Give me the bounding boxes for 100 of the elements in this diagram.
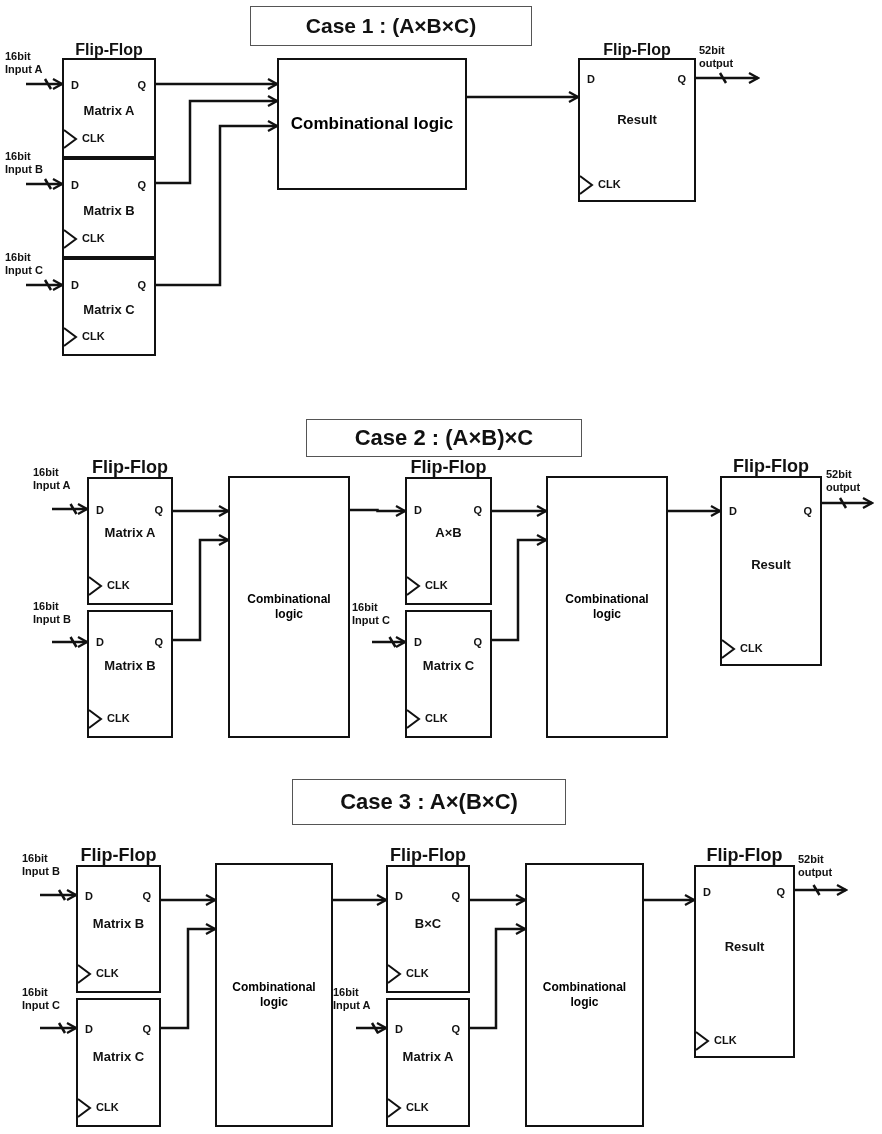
edge-label: 52bit output xyxy=(699,44,735,71)
combinational-logic-box: Combinational logic xyxy=(525,863,644,1127)
pin-label: CLK xyxy=(406,968,429,979)
pin-label: Q xyxy=(137,280,146,291)
pin-label: D xyxy=(395,891,403,902)
arrow xyxy=(492,533,548,642)
arrow xyxy=(333,893,388,907)
pin-label: CLK xyxy=(82,331,105,342)
arrow xyxy=(24,278,64,292)
flip-flop-box xyxy=(62,158,156,258)
pin-label: D xyxy=(587,74,595,85)
register-name: Matrix C xyxy=(421,657,476,673)
arrow xyxy=(173,533,230,642)
pin-label: D xyxy=(96,505,104,516)
flip-flop-heading: Flip-Flop xyxy=(706,845,783,866)
arrow xyxy=(492,504,548,518)
register-name: Result xyxy=(616,111,658,127)
arrow xyxy=(161,922,217,1030)
pin-label: D xyxy=(71,180,79,191)
edge-label: 16bit Input A xyxy=(333,986,372,1013)
pin-label: CLK xyxy=(107,713,130,724)
pin-label: Q xyxy=(776,887,785,898)
register-name: Matrix B xyxy=(82,202,136,218)
edge-label: 16bit Input C xyxy=(22,986,61,1013)
edge-label: 52bit output xyxy=(798,853,834,880)
edge-label: 52bit output xyxy=(826,468,862,495)
edge-label: 16bit Input A xyxy=(33,466,72,493)
pin-label: D xyxy=(85,891,93,902)
register-name: Matrix A xyxy=(401,1048,455,1064)
combinational-logic-box: Combinational logic xyxy=(277,58,467,190)
arrow xyxy=(156,94,279,185)
pin-label: Q xyxy=(137,180,146,191)
register-name: Matrix A xyxy=(103,524,157,540)
flip-flop-heading: Flip-Flop xyxy=(410,457,487,478)
pin-label: D xyxy=(71,280,79,291)
pin-label: Q xyxy=(473,505,482,516)
arrow xyxy=(156,77,279,91)
arrow xyxy=(24,177,64,191)
pin-label: D xyxy=(85,1024,93,1035)
pin-label: CLK xyxy=(96,1102,119,1113)
pin-label: CLK xyxy=(82,133,105,144)
arrow xyxy=(50,502,89,516)
arrow xyxy=(38,888,78,902)
flip-flop-box xyxy=(62,258,156,356)
pin-label: CLK xyxy=(107,580,130,591)
pin-label: CLK xyxy=(598,179,621,190)
register-name: Matrix C xyxy=(91,1048,146,1064)
arrow xyxy=(467,90,580,104)
pin-label: D xyxy=(414,637,422,648)
pin-label: Q xyxy=(451,891,460,902)
pin-label: D xyxy=(71,80,79,91)
arrow xyxy=(161,893,217,907)
flip-flop-box xyxy=(87,610,173,738)
pin-label: D xyxy=(414,505,422,516)
combinational-logic-box: Combinational logic xyxy=(546,476,668,738)
register-name: A×B xyxy=(434,524,463,540)
pin-label: CLK xyxy=(96,968,119,979)
arrow xyxy=(24,77,64,91)
arrow xyxy=(470,922,527,1030)
edge-label: 16bit Input A xyxy=(5,50,44,77)
pin-label: Q xyxy=(803,506,812,517)
pin-label: D xyxy=(96,637,104,648)
flip-flop-box xyxy=(405,610,492,738)
pin-label: Q xyxy=(154,637,163,648)
pin-label: Q xyxy=(451,1024,460,1035)
arrow xyxy=(470,893,527,907)
edge-label: 16bit Input C xyxy=(352,601,391,628)
arrow xyxy=(173,504,230,518)
arrow xyxy=(644,893,696,907)
flip-flop-heading: Flip-Flop xyxy=(75,41,143,59)
arrow xyxy=(50,635,89,649)
pin-label: CLK xyxy=(714,1035,737,1046)
combinational-logic-box: Combinational logic xyxy=(228,476,350,738)
flip-flop-heading: Flip-Flop xyxy=(92,457,168,478)
arrow xyxy=(354,1021,388,1035)
flip-flop-box xyxy=(76,998,161,1127)
register-name: Matrix B xyxy=(91,915,146,931)
combinational-logic-box: Combinational logic xyxy=(215,863,333,1127)
pin-label: Q xyxy=(473,637,482,648)
register-name: Result xyxy=(723,938,766,954)
arrow xyxy=(668,504,722,518)
edge-label: 16bit Input C xyxy=(5,251,44,278)
edge-label: 16bit Input B xyxy=(33,600,72,627)
pin-label: CLK xyxy=(406,1102,429,1113)
arrow xyxy=(370,635,407,649)
case-title-box: Case 2 : (A×B)×C xyxy=(306,419,582,457)
pin-label: D xyxy=(395,1024,403,1035)
pin-label: Q xyxy=(142,891,151,902)
arrow xyxy=(156,119,279,287)
pin-label: CLK xyxy=(425,713,448,724)
edge-label: 16bit Input B xyxy=(5,150,44,177)
flip-flop-heading: Flip-Flop xyxy=(603,41,671,59)
pin-label: D xyxy=(703,887,711,898)
pin-label: CLK xyxy=(425,580,448,591)
pin-label: D xyxy=(729,506,737,517)
arrow xyxy=(38,1021,78,1035)
flip-flop-heading: Flip-Flop xyxy=(733,456,809,477)
arrow xyxy=(350,504,407,518)
register-name: Matrix C xyxy=(82,301,136,317)
flip-flop-box xyxy=(386,998,470,1127)
